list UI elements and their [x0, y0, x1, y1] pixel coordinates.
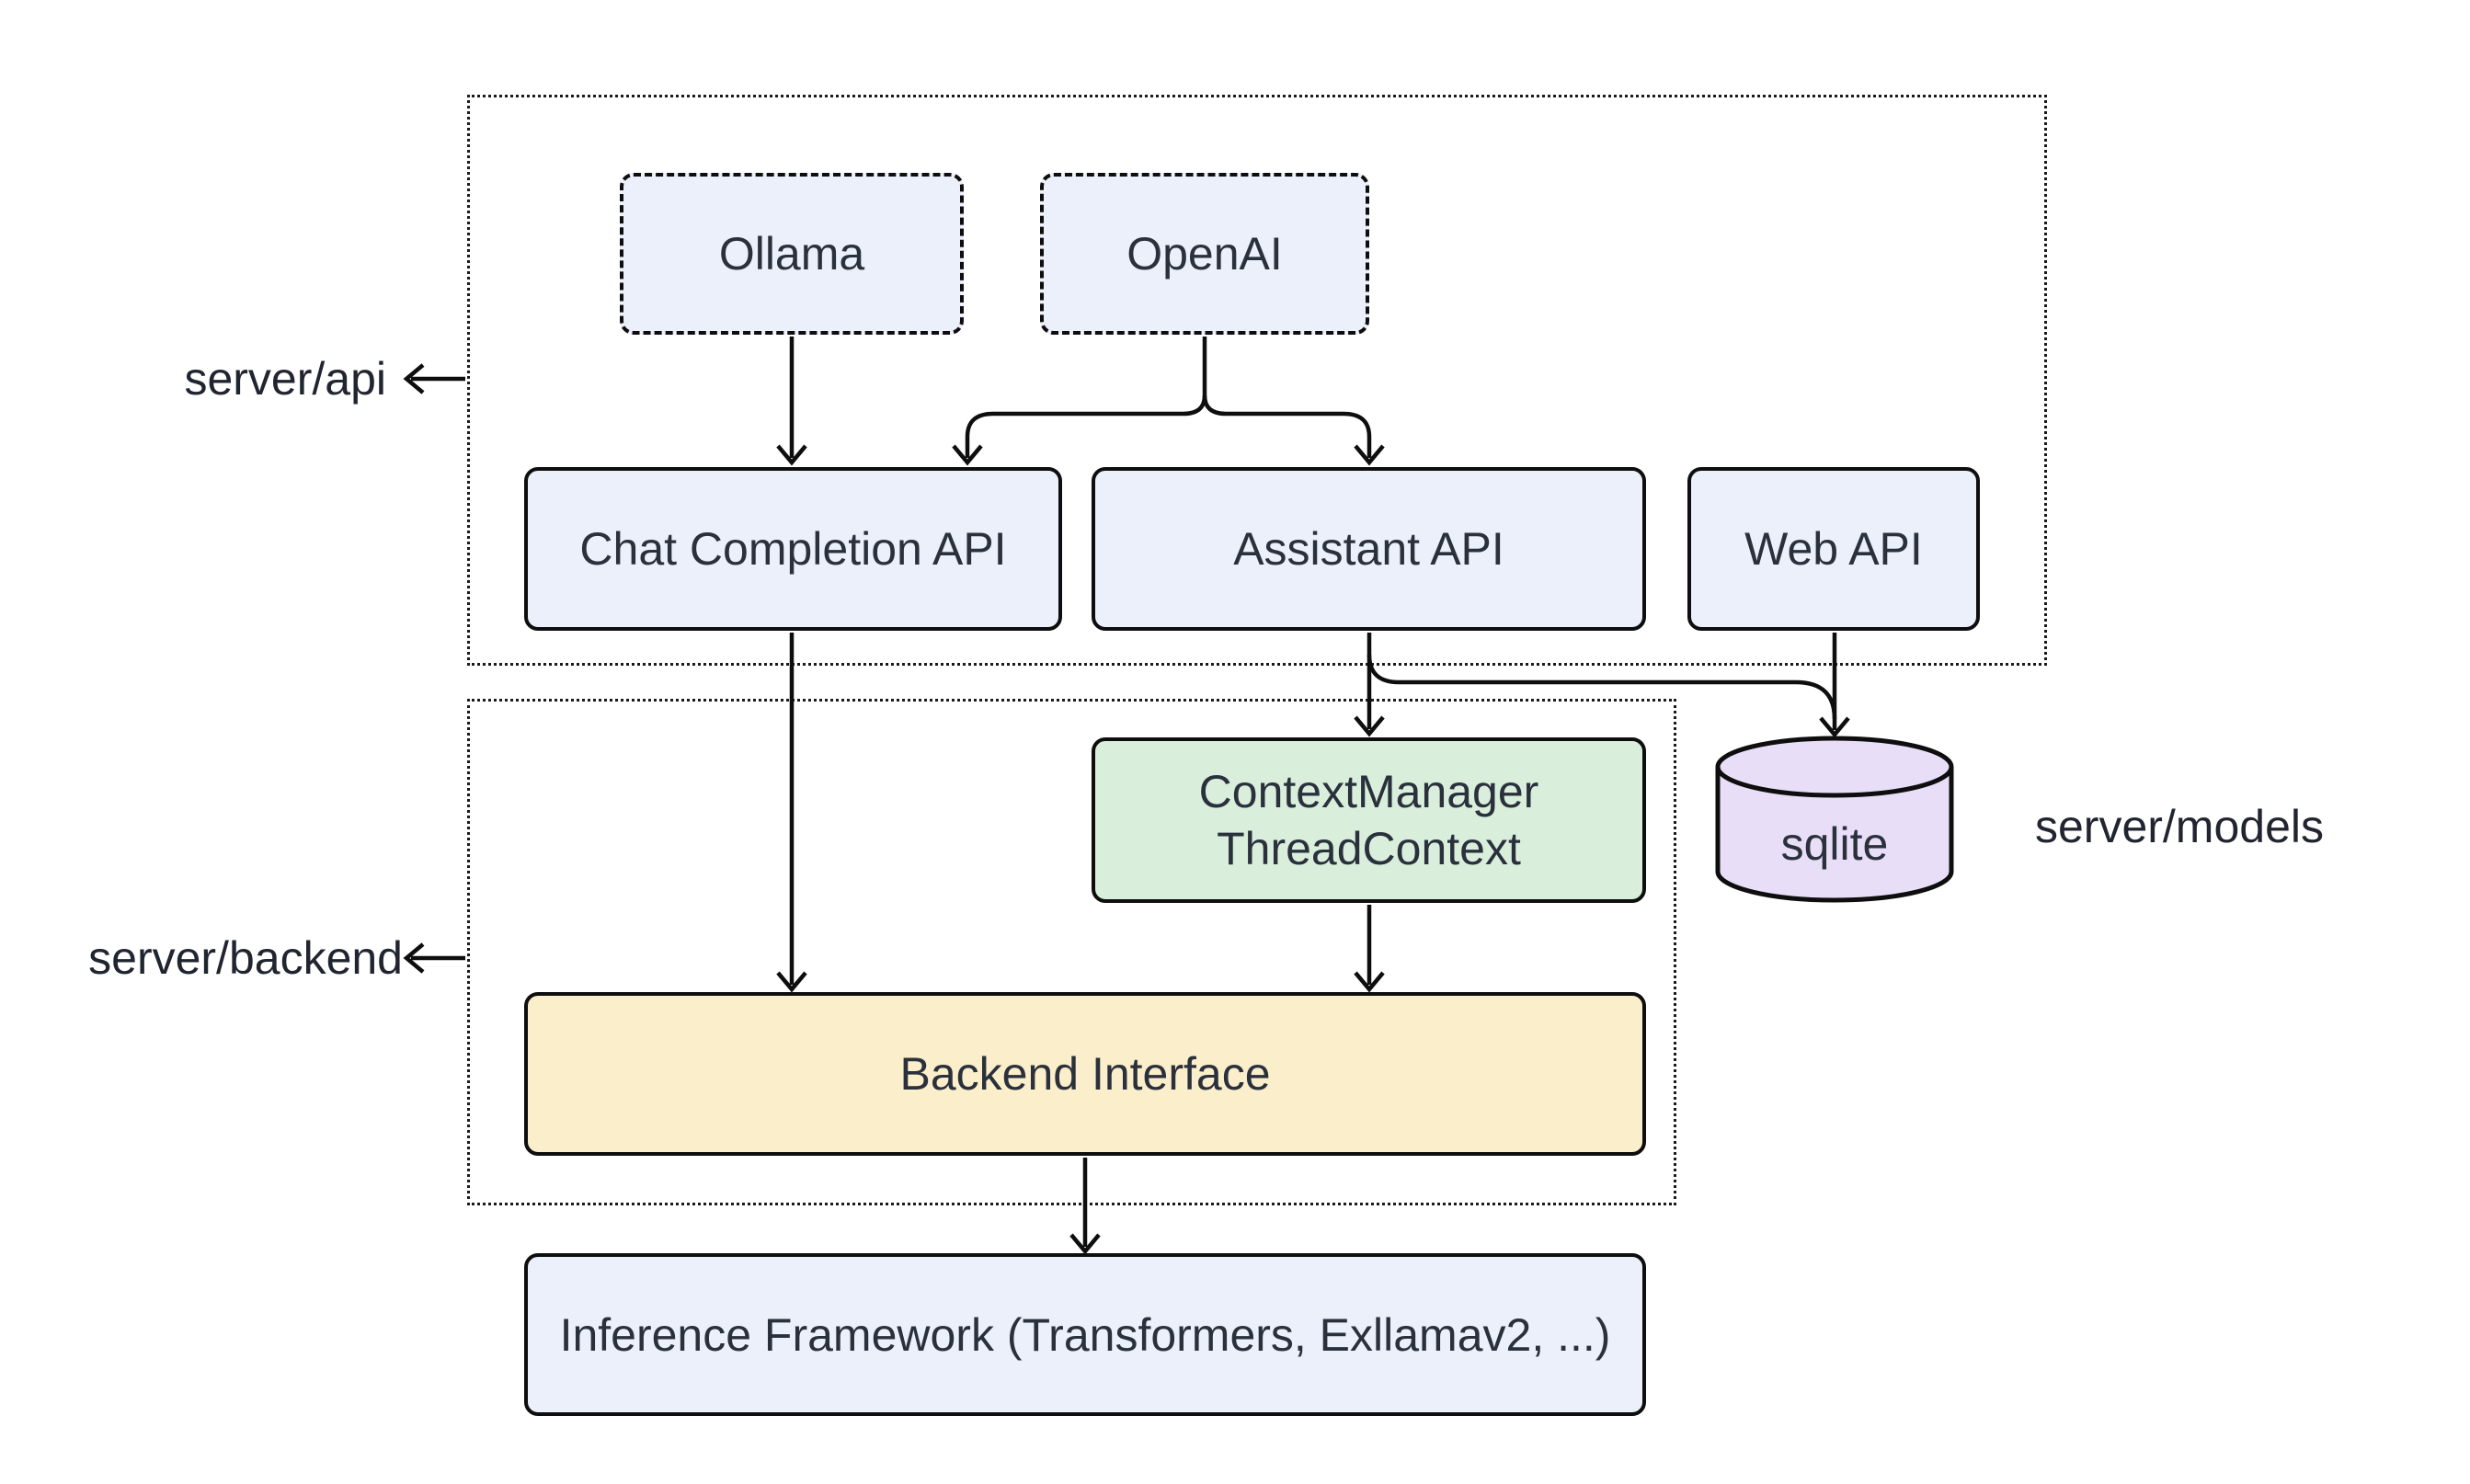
node-chat-completion-api-label: Chat Completion API [579, 523, 1007, 575]
node-context-manager: ContextManager ThreadContext [1092, 737, 1646, 903]
label-server-backend: server/backend [88, 932, 403, 984]
arrowhead [776, 971, 807, 993]
label-server-models: server/models [2035, 801, 2324, 852]
node-context-manager-label-line2: ThreadContext [1217, 823, 1521, 874]
node-assistant-api-label: Assistant API [1233, 523, 1504, 575]
arrowhead [1354, 715, 1385, 737]
node-openai-label: OpenAI [1126, 228, 1283, 280]
edge-assistant-sqlite [1367, 654, 1837, 720]
arrowhead [952, 444, 983, 466]
arrowhead [1354, 444, 1385, 466]
node-assistant-api: Assistant API [1092, 467, 1646, 631]
node-chat-completion-api: Chat Completion API [524, 467, 1062, 631]
node-web-api-label: Web API [1744, 523, 1923, 575]
sqlite-cylinder [1715, 736, 1954, 903]
server-api-container [467, 95, 2047, 666]
arrowhead [403, 942, 425, 974]
node-backend-interface: Backend Interface [524, 992, 1646, 1156]
node-ollama-label: Ollama [718, 228, 865, 280]
node-inference-framework-label: Inference Framework (Transformers, Exlla… [559, 1308, 1611, 1361]
arrowhead [1069, 1233, 1101, 1255]
edge-openai-assistant [1202, 394, 1372, 458]
label-server-api: server/api [184, 353, 386, 405]
server-backend-container [467, 699, 1676, 1205]
node-inference-framework: Inference Framework (Transformers, Exlla… [524, 1253, 1646, 1416]
node-context-manager-label-line1: ContextManager [1198, 766, 1539, 817]
node-ollama: Ollama [620, 173, 964, 335]
node-openai: OpenAI [1040, 173, 1369, 335]
node-sqlite-label: sqlite [1780, 818, 1889, 870]
arrowhead [403, 363, 425, 394]
arrowhead [1819, 716, 1850, 738]
node-web-api: Web API [1687, 467, 1980, 631]
arrowhead [1354, 971, 1385, 993]
node-backend-interface-label: Backend Interface [899, 1048, 1271, 1100]
arrowhead [776, 444, 807, 466]
edge-openai-chat [965, 394, 1207, 458]
